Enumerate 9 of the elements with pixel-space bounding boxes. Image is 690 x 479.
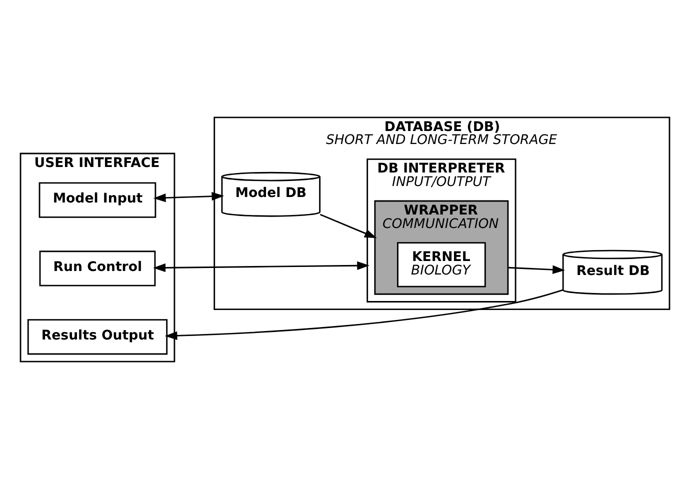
arrow <box>153 192 224 202</box>
node-box: Run Control <box>39 250 156 286</box>
arrow <box>153 261 370 272</box>
arrow <box>508 265 565 274</box>
arrow <box>320 214 377 238</box>
arrow <box>164 289 564 340</box>
node-box: Model Input <box>38 182 156 218</box>
node-box: KERNEL BIOLOGY <box>397 242 486 288</box>
node-box: Results Output <box>27 319 168 355</box>
